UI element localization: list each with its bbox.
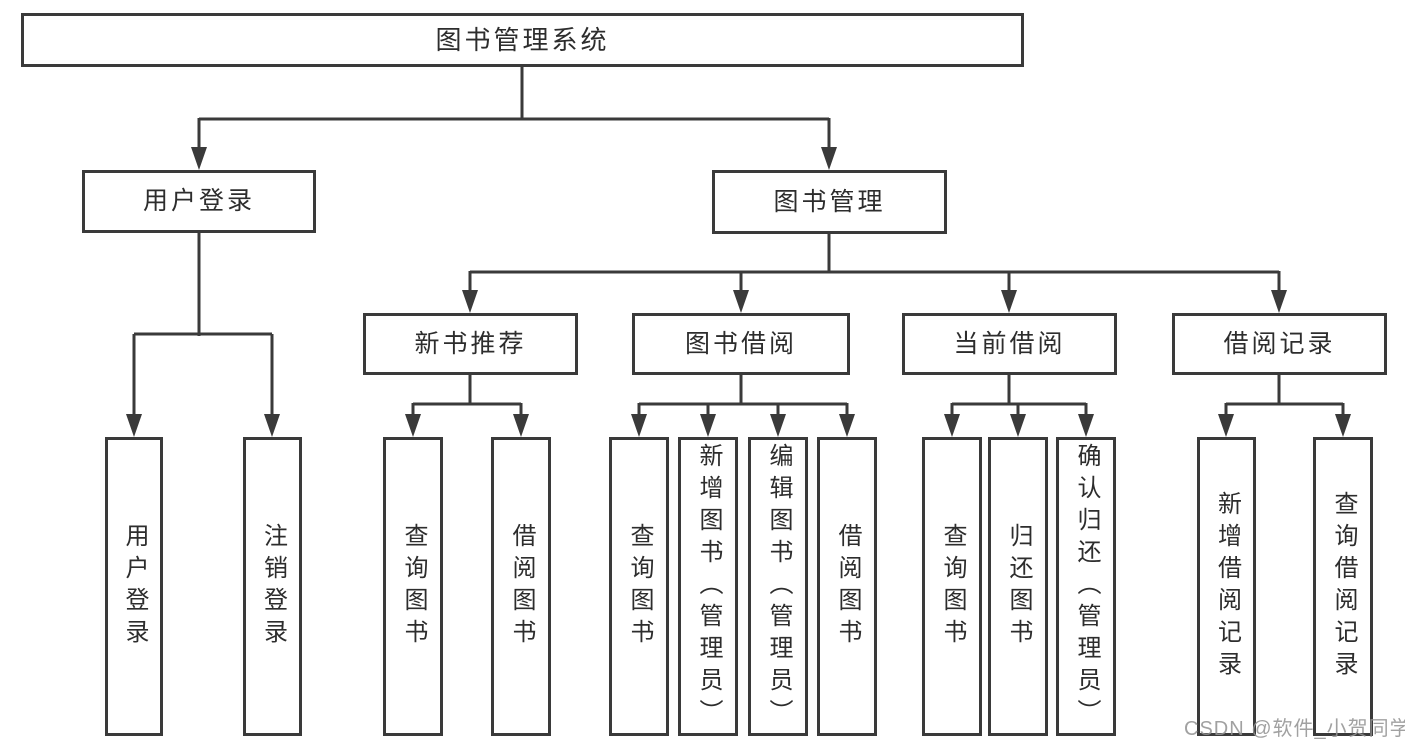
watermark: CSDN @软件_小贺同学 [1184, 718, 1405, 740]
leaf-add-book-admin: 新增图书（管理员） [678, 437, 738, 736]
node-library-management-system: 图书管理系统 [21, 13, 1024, 67]
leaf-query-books: 查询图书 [609, 437, 669, 736]
node-book-management: 图书管理 [712, 170, 947, 234]
leaf-query-books: 查询图书 [383, 437, 443, 736]
tree-edges [132, 67, 1345, 419]
leaf-borrow-books: 借阅图书 [817, 437, 877, 736]
leaf-query-books: 查询图书 [922, 437, 982, 736]
leaf-borrow-books: 借阅图书 [491, 437, 551, 736]
node-current-borrowing: 当前借阅 [902, 313, 1117, 375]
node-borrowing-records: 借阅记录 [1172, 313, 1387, 375]
leaf-logout: 注销登录 [243, 437, 302, 736]
arrowheads [126, 147, 1351, 437]
node-book-borrowing: 图书借阅 [632, 313, 850, 375]
leaf-return-books: 归还图书 [988, 437, 1048, 736]
leaf-edit-book-admin: 编辑图书（管理员） [748, 437, 808, 736]
leaf-add-borrow-record: 新增借阅记录 [1197, 437, 1256, 736]
node-user-login: 用户登录 [82, 170, 316, 233]
leaf-user-login: 用户登录 [105, 437, 163, 736]
node-new-book-recommendation: 新书推荐 [363, 313, 578, 375]
leaf-confirm-return-admin: 确认归还（管理员） [1056, 437, 1116, 736]
leaf-query-borrow-record: 查询借阅记录 [1313, 437, 1373, 736]
